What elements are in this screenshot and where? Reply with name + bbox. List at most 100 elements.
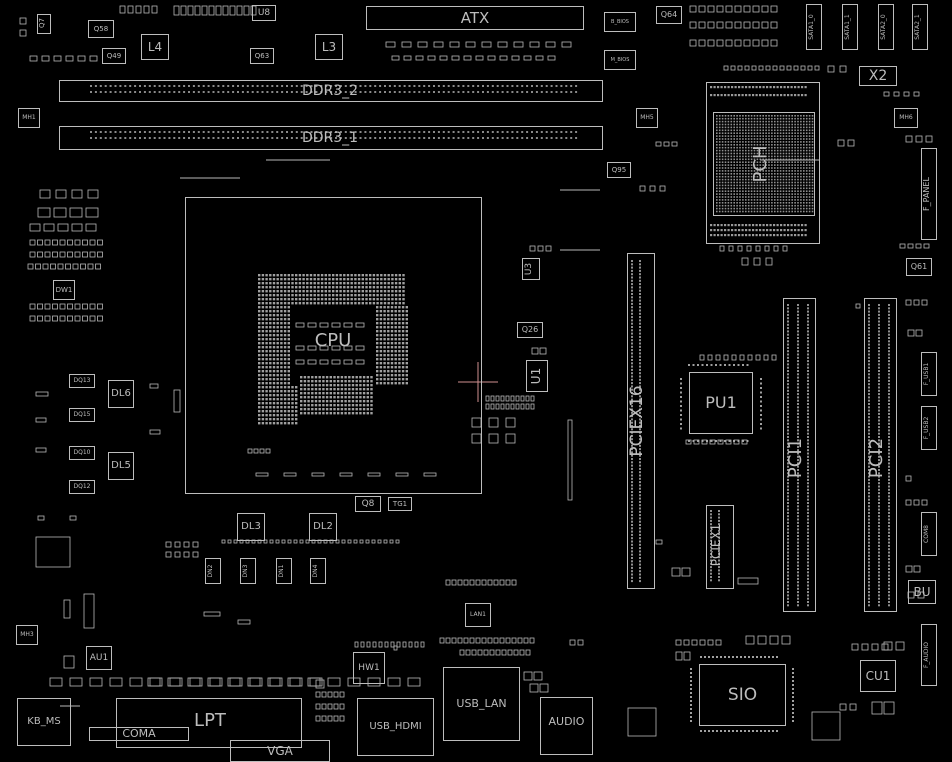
- q95-part: [607, 162, 631, 178]
- q26-part: [517, 322, 543, 338]
- q49-part: [102, 48, 126, 64]
- f-usb1-label: F_USB1: [923, 362, 930, 386]
- atx-connector: [366, 6, 584, 30]
- pch-outline: [706, 82, 820, 244]
- q61-label: Q61: [910, 262, 928, 271]
- hw1-label: HW1: [358, 662, 380, 673]
- b-bios-chip: [604, 12, 636, 32]
- dq13-part: [69, 374, 95, 388]
- cu1-label: CU1: [865, 669, 891, 683]
- com8-header: [921, 512, 937, 556]
- mh1-hole: [18, 108, 40, 128]
- q49-label: Q49: [106, 51, 122, 60]
- l3-inductor: [315, 34, 343, 60]
- u1-chip: [526, 360, 548, 392]
- bu-label: BU: [913, 585, 931, 599]
- q26-label: Q26: [521, 325, 539, 334]
- q8-part: [355, 496, 381, 512]
- f-usb2-header: [921, 406, 937, 450]
- q95-label: Q95: [611, 165, 627, 174]
- mh3-label: MH3: [20, 631, 34, 638]
- vga-label: VGA: [267, 744, 293, 758]
- sata3-label: SATA2_0: [880, 14, 887, 40]
- au1-chip: [86, 646, 112, 670]
- bu-battery: [908, 580, 936, 604]
- dn2-label: DN2: [207, 564, 214, 578]
- usb-hdmi-connector: [357, 698, 434, 756]
- coma-label: COMA: [122, 726, 156, 740]
- pci2-label: PCI2: [866, 437, 887, 479]
- u8-label: U8: [257, 7, 271, 18]
- cu1-chip: [860, 660, 896, 692]
- x2-crystal: [859, 66, 897, 86]
- dl3-chip: [237, 513, 265, 541]
- sata4-connector: [912, 4, 928, 50]
- pch-chip: [713, 112, 815, 216]
- dn2-part: [205, 558, 221, 584]
- q7-part: [37, 14, 51, 34]
- q61-part: [906, 258, 932, 276]
- dw1-chip: [53, 280, 75, 300]
- q8-label: Q8: [361, 498, 375, 509]
- pci1-label: PCI1: [785, 437, 806, 479]
- mh3-hole: [16, 625, 38, 645]
- kb-ms-label: KB_MS: [27, 716, 61, 727]
- q7-label: Q7: [38, 18, 46, 28]
- b-bios-label: B_BIOS: [611, 18, 629, 25]
- dl2-label: DL2: [313, 521, 333, 532]
- u3-chip: [522, 258, 540, 280]
- lan1-label: LAN1: [470, 611, 486, 618]
- pciex1-label: PCIEX1: [709, 523, 723, 567]
- dq15-part: [69, 408, 95, 422]
- f-panel-header: [921, 148, 937, 240]
- mh5-hole: [636, 108, 658, 128]
- l4-label: L4: [147, 40, 163, 54]
- pci2-slot: [864, 298, 897, 612]
- dl6-chip: [108, 380, 134, 408]
- com8-label: COM8: [923, 525, 930, 543]
- m-bios-chip: [604, 50, 636, 70]
- dl3-label: DL3: [241, 521, 261, 532]
- dn3-label: DN3: [242, 564, 249, 578]
- l4-inductor: [141, 34, 169, 60]
- f-usb2-label: F_USB2: [923, 416, 930, 440]
- dn1-part: [276, 558, 292, 584]
- sata1-label: SATA1_0: [808, 14, 815, 40]
- coma-connector: [89, 727, 189, 741]
- mh6-hole: [894, 108, 918, 128]
- dq10-part: [69, 446, 95, 460]
- mh6-label: MH6: [899, 114, 913, 121]
- dl5-chip: [108, 452, 134, 480]
- sata2-connector: [842, 4, 858, 50]
- audio-label: AUDIO: [548, 714, 585, 728]
- f-usb1-header: [921, 352, 937, 396]
- u8-chip: [252, 5, 276, 21]
- tg1-part: [388, 497, 412, 511]
- dq13-label: DQ13: [73, 377, 91, 384]
- sata3-connector: [878, 4, 894, 50]
- dq15-label: DQ15: [73, 411, 91, 418]
- sata2-label: SATA1_1: [844, 14, 851, 40]
- cpu-socket: [185, 197, 482, 494]
- u3-label: U3: [524, 262, 534, 276]
- dn4-part: [310, 558, 326, 584]
- pu1-chip: [689, 372, 753, 434]
- ddr3-2-label: DDR3_2: [301, 83, 359, 99]
- usb-hdmi-label: USB_HDMI: [369, 721, 422, 732]
- sio-chip: [699, 664, 786, 726]
- dq12-part: [69, 480, 95, 494]
- q63-part: [250, 48, 274, 64]
- f-panel-label: F_PANEL: [922, 177, 931, 211]
- q58-part: [88, 20, 114, 38]
- u1-label: U1: [529, 367, 543, 385]
- dq12-label: DQ12: [73, 483, 91, 490]
- q58-label: Q58: [93, 24, 109, 33]
- dl5-label: DL5: [111, 460, 131, 471]
- pciex1-slot: [706, 505, 734, 589]
- lpt-connector: [116, 698, 302, 748]
- au1-label: AU1: [89, 652, 109, 663]
- sata4-label: SATA2_1: [914, 14, 921, 40]
- q64-part: [656, 6, 682, 24]
- mh5-label: MH5: [640, 114, 654, 121]
